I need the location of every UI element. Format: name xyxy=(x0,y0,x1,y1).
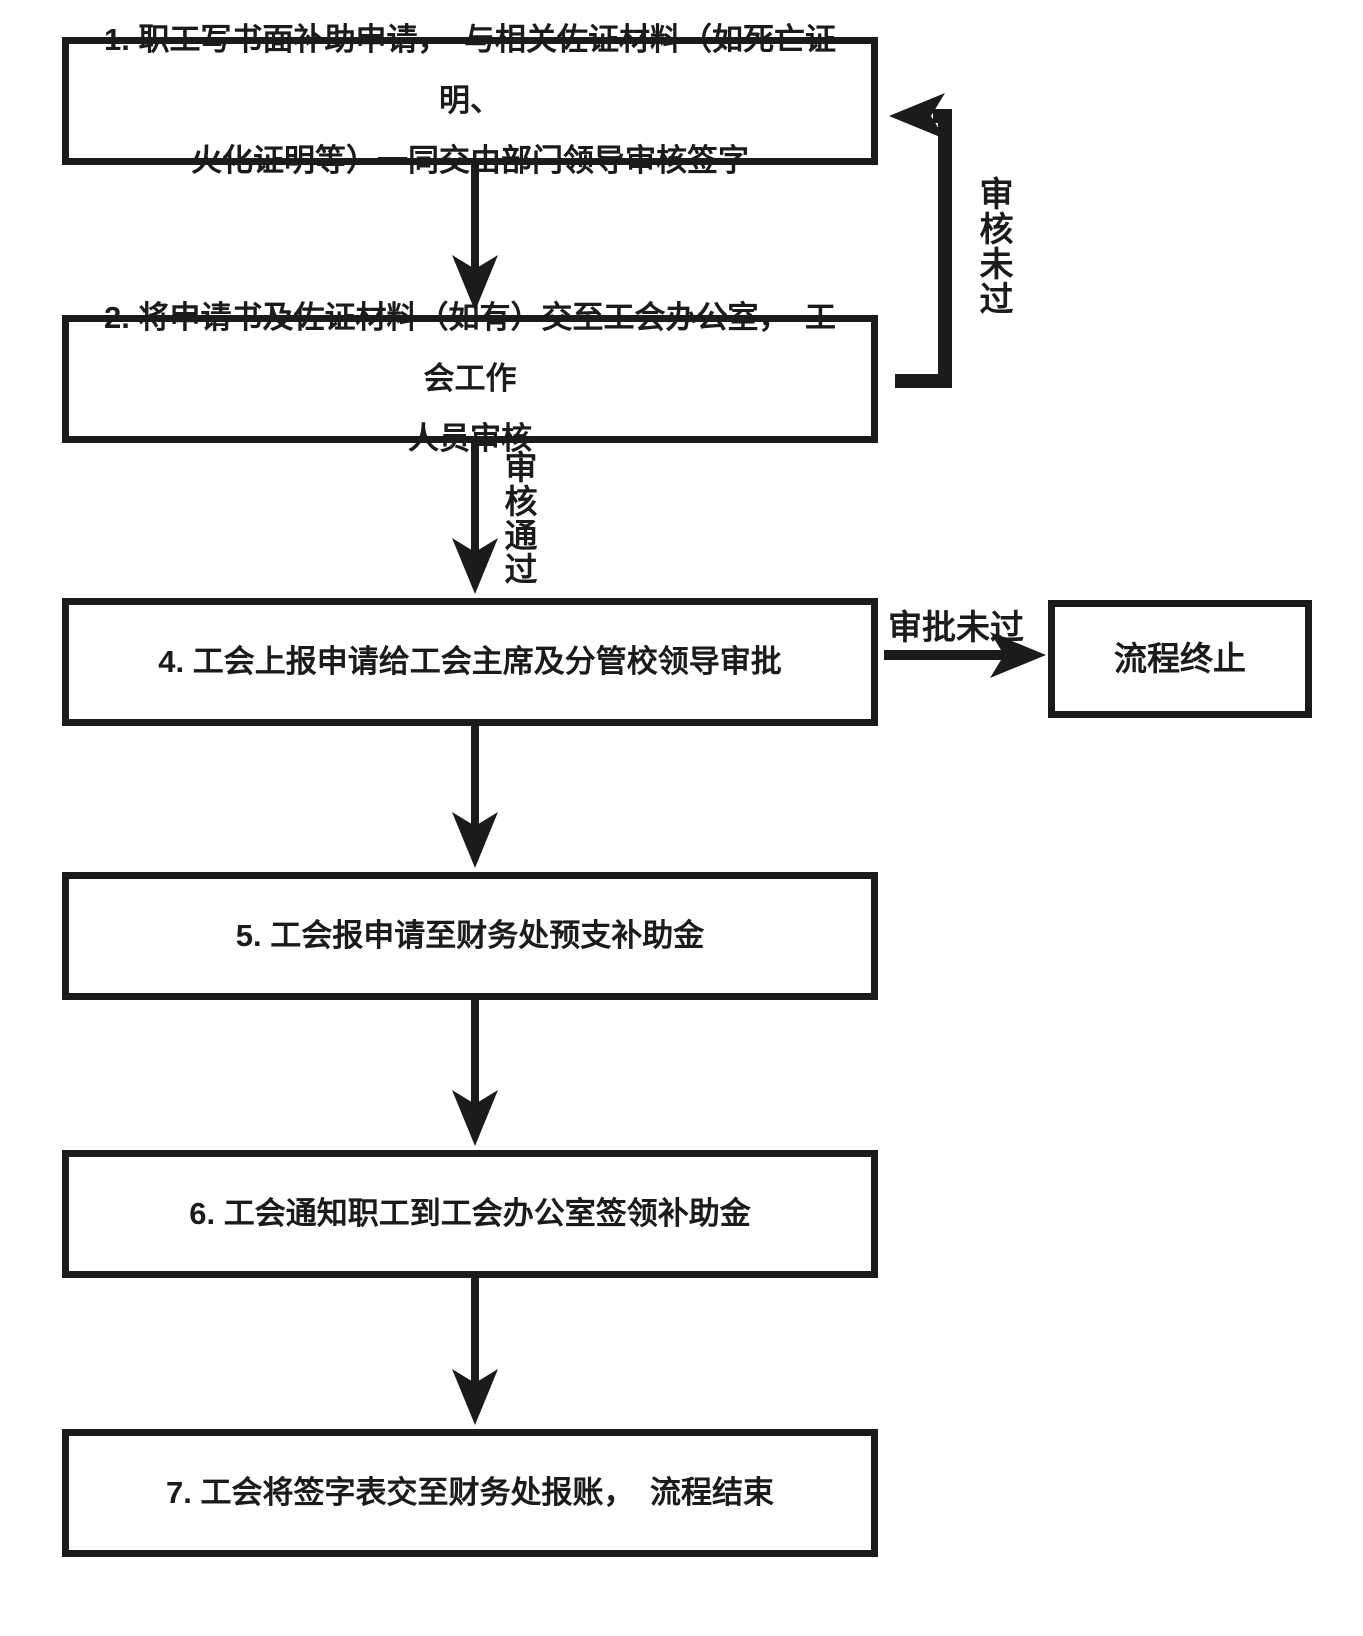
arrow-step1-to-step2 xyxy=(452,165,498,311)
step-1-label: 1. 职工写书面补助申请， 与相关佐证材料（如死亡证明、 火化证明等）一同交由部… xyxy=(104,22,836,179)
arrow-step4-to-step5 xyxy=(452,726,498,868)
step-5-label: 5. 工会报申请至财务处预支补助金 xyxy=(235,917,705,953)
step-2-label: 2. 将申请书及佐证材料（如有）交至工会办公室， 工会工作 人员审核 xyxy=(104,300,836,457)
step-6-label: 6. 工会通知职工到工会办公室签领补助金 xyxy=(189,1195,751,1231)
step-5-box: 5. 工会报申请至财务处预支补助金 xyxy=(62,872,878,1000)
step-4-label: 4. 工会上报申请给工会主席及分管校领导审批 xyxy=(158,643,782,679)
terminate-label: 流程终止 xyxy=(1114,639,1246,677)
arrow-step2-back-to-step1 xyxy=(889,93,952,388)
arrow-step2-to-step4 xyxy=(452,443,498,594)
step-7-box: 7. 工会将签字表交至财务处报账， 流程结束 xyxy=(62,1429,878,1557)
terminate-box: 流程终止 xyxy=(1048,600,1312,718)
step-6-box: 6. 工会通知职工到工会办公室签领补助金 xyxy=(62,1150,878,1278)
step-1-box: 1. 职工写书面补助申请， 与相关佐证材料（如死亡证明、 火化证明等）一同交由部… xyxy=(62,22,878,178)
step-7-label: 7. 工会将签字表交至财务处报账， 流程结束 xyxy=(166,1474,774,1510)
arrow-step6-to-step7 xyxy=(452,1278,498,1425)
edge-label-approval-fail: 审批未过 xyxy=(888,609,1024,647)
step-2-box: 2. 将申请书及佐证材料（如有）交至工会办公室， 工会工作 人员审核 xyxy=(62,300,878,456)
arrow-step5-to-step6 xyxy=(452,1000,498,1146)
edge-label-review-fail: 审核未过 xyxy=(974,176,1012,316)
edge-label-review-pass: 审核通过 xyxy=(500,450,537,586)
arrow-step4-to-terminate xyxy=(884,632,1046,678)
step-4-box: 4. 工会上报申请给工会主席及分管校领导审批 xyxy=(62,598,878,726)
